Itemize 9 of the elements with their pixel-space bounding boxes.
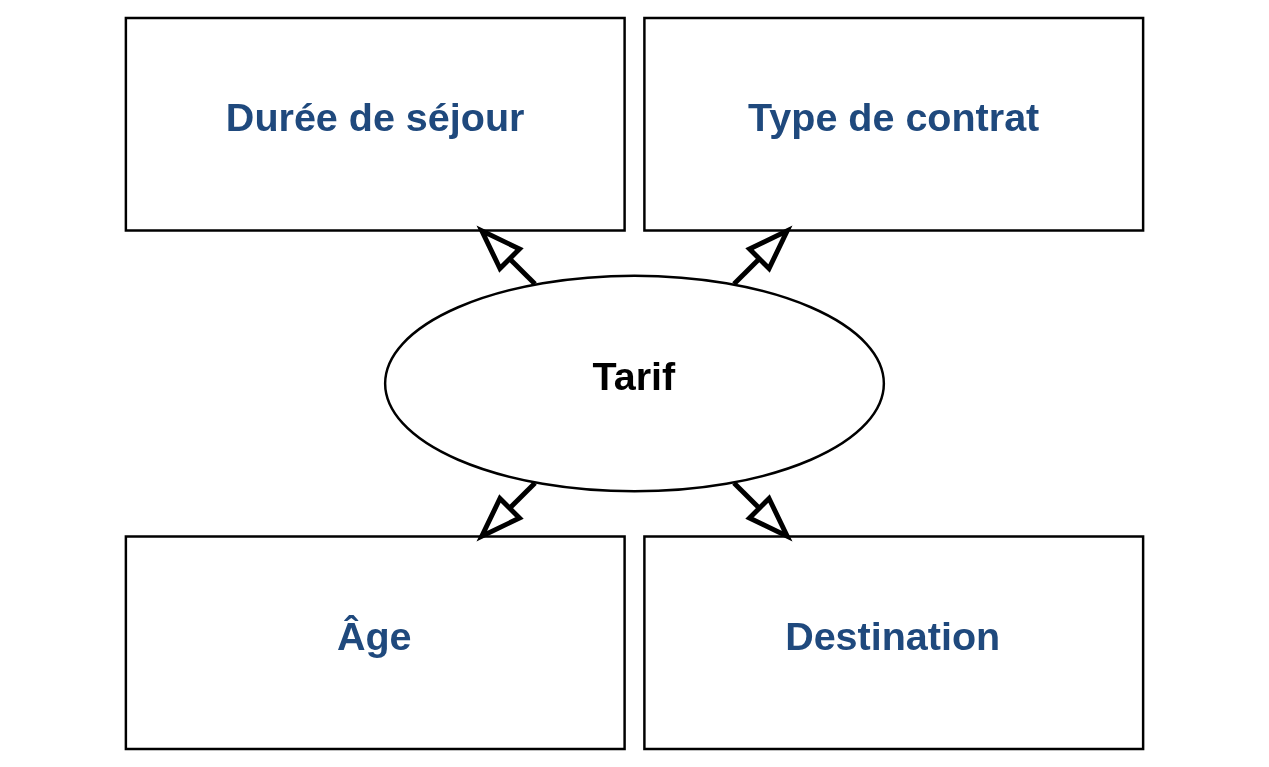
arrow	[476, 481, 537, 542]
arrow	[732, 481, 793, 542]
node-ellipse: Tarif	[383, 274, 886, 493]
arrow	[732, 225, 793, 286]
node-box: Type de contrat	[643, 16, 1145, 232]
arrow	[476, 225, 537, 286]
node-box: Destination	[643, 535, 1145, 751]
node-box: Âge	[124, 535, 626, 751]
node-box: Durée de séjour	[124, 16, 626, 232]
